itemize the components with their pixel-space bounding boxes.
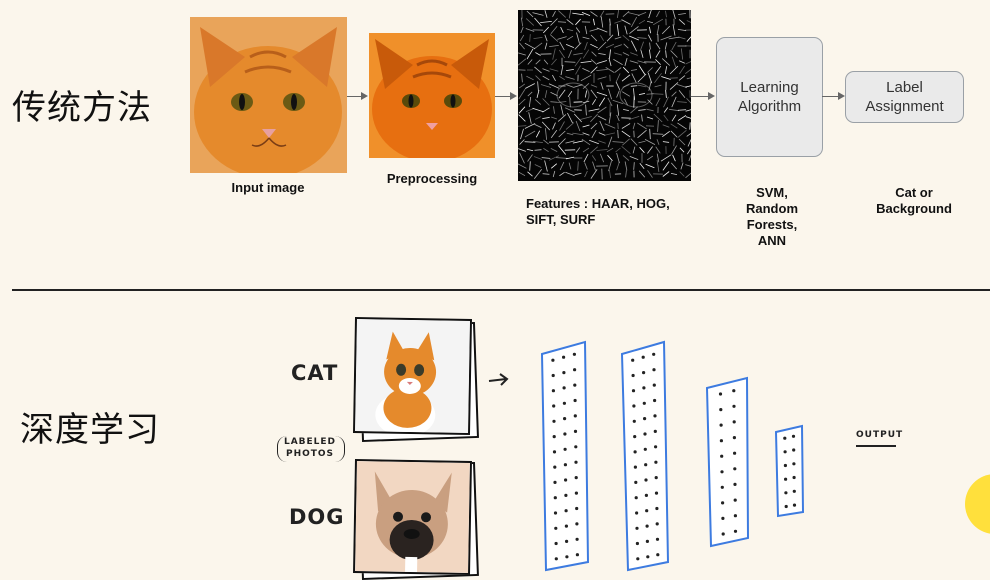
caption-svm: SVM, Random Forests, ANN xyxy=(722,185,822,249)
caption-svm-line3: Forests, xyxy=(722,217,822,233)
preprocessed-cat-image xyxy=(369,33,495,158)
nn-layer-1 xyxy=(542,342,588,570)
arrow-3 xyxy=(691,96,709,97)
caption-svm-line4: ANN xyxy=(722,233,822,249)
learning-box-line2: Algorithm xyxy=(738,97,801,116)
caption-cat-line1: Cat or xyxy=(858,185,970,201)
dog-label: DOG xyxy=(289,505,345,529)
caption-svm-line1: SVM, xyxy=(722,185,822,201)
dog-photo-front xyxy=(353,459,472,575)
caption-svm-line2: Random xyxy=(722,201,822,217)
yellow-circle-button[interactable] xyxy=(965,474,990,534)
caption-input-image: Input image xyxy=(205,180,331,196)
arrow-4 xyxy=(822,96,839,97)
arrow-1-head xyxy=(361,92,368,100)
handdrawn-arrow xyxy=(488,373,510,392)
caption-preprocessing: Preprocessing xyxy=(372,171,492,187)
nn-layer-3 xyxy=(707,378,748,546)
section-title-deep-learning: 深度学习 xyxy=(20,402,160,451)
label-box-line1: Label xyxy=(865,78,943,97)
output-underline xyxy=(856,445,896,447)
arrow-1 xyxy=(347,96,362,97)
section-divider xyxy=(12,289,990,291)
arrow-2-head xyxy=(510,92,517,100)
labeled-photos-brackets xyxy=(277,436,345,462)
section-title-traditional: 传统方法 xyxy=(12,80,152,129)
caption-cat-or-background: Cat or Background xyxy=(858,185,970,217)
learning-algorithm-box: Learning Algorithm xyxy=(716,37,823,157)
cat-photo-front xyxy=(353,317,472,435)
arrow-3-head xyxy=(708,92,715,100)
label-box-line2: Assignment xyxy=(865,97,943,116)
output-label: OUTPUT xyxy=(856,430,903,440)
input-cat-image xyxy=(190,17,347,173)
learning-box-line1: Learning xyxy=(738,78,801,97)
caption-features: Features : HAAR, HOG, SIFT, SURF xyxy=(526,196,696,228)
neural-network-layers xyxy=(530,330,820,575)
labeled-photos-label: LABELED PHOTOS xyxy=(277,436,343,460)
caption-cat-line2: Background xyxy=(858,201,970,217)
cat-label: CAT xyxy=(291,361,338,385)
hog-features-image xyxy=(518,10,691,181)
label-assignment-box: Label Assignment xyxy=(845,71,964,123)
caption-features-line1: Features : HAAR, HOG, xyxy=(526,196,696,212)
arrow-4-head xyxy=(838,92,845,100)
arrow-2 xyxy=(495,96,511,97)
nn-layer-2 xyxy=(622,342,668,570)
nn-layer-4 xyxy=(776,426,803,516)
caption-features-line2: SIFT, SURF xyxy=(526,212,696,228)
